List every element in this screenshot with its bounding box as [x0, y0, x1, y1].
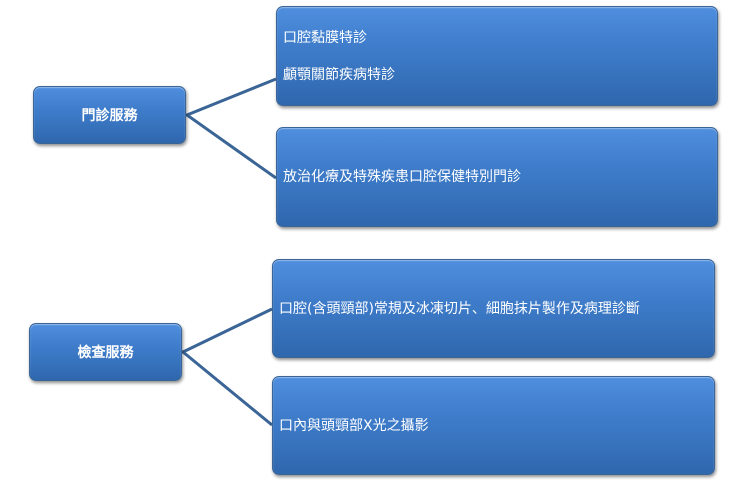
item-box: 放治化療及特殊疾患口腔保健特別門診 [276, 127, 718, 227]
category-label: 檢查服務 [77, 345, 134, 361]
item-text: 放治化療及特殊疾患口腔保健特別門診 [283, 169, 521, 185]
category-examination-services: 檢查服務 [29, 323, 182, 381]
item-text: 顱顎關節疾病特診 [283, 66, 395, 83]
category-outpatient-services: 門診服務 [33, 86, 186, 144]
item-text: 口內與頭頸部X光之攝影 [279, 417, 429, 434]
category-label: 門診服務 [81, 108, 138, 124]
connector-line [180, 307, 273, 427]
item-box: 口腔黏膜特診 顱顎關節疾病特診 [276, 6, 718, 106]
item-box: 口內與頭頸部X光之攝影 [272, 376, 715, 475]
item-text: 口腔(含頭頸部)常規及冰凍切片、細胞抹片製作及病理診斷 [279, 300, 640, 317]
connector-line [183, 77, 277, 180]
item-box: 口腔(含頭頸部)常規及冰凍切片、細胞抹片製作及病理診斷 [272, 259, 715, 358]
item-text: 口腔黏膜特診 [283, 29, 367, 46]
